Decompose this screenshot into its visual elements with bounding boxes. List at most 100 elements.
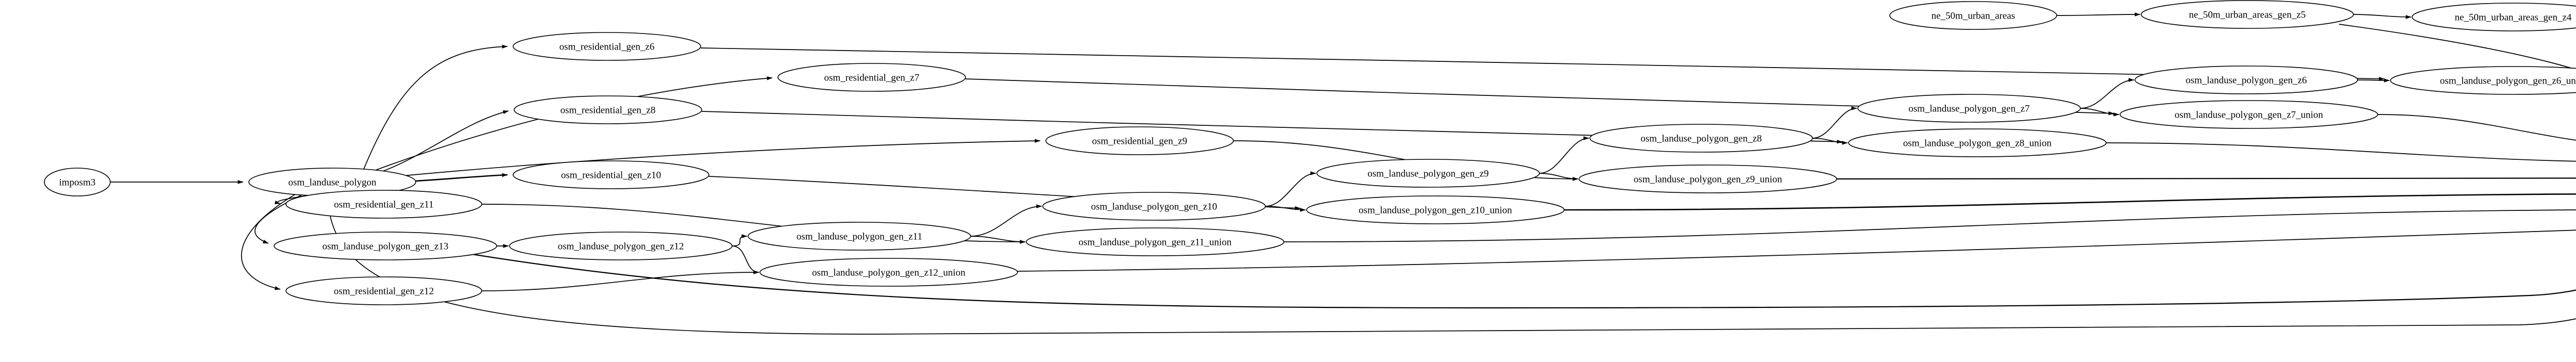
node-label: osm_landuse_polygon_gen_z8_union	[1903, 138, 2052, 149]
node-ellipse	[759, 258, 1018, 287]
node-ellipse	[1306, 195, 1565, 224]
node-label: ne_50m_urban_areas_gen_z5	[2189, 10, 2306, 21]
node-ellipse	[2390, 66, 2576, 95]
edge-osm_landuse_polygon_gen_z12_union-to-row-z12	[1016, 229, 2576, 272]
node-ellipse	[1316, 159, 1540, 188]
edge-osm_landuse_polygon_gen_z7-to-osm_landuse_polygon_gen_z7_union	[2080, 108, 2120, 117]
node-ellipse	[1889, 1, 2057, 30]
node-osm_landuse_polygon_gen_z6: osm_landuse_polygon_gen_z6	[2134, 65, 2358, 94]
node-osm_residential_gen_z12: osm_residential_gen_z12	[285, 276, 482, 305]
edge-osm_landuse_polygon_gen_z13-to-row-z13	[471, 253, 2576, 309]
node-osm_residential_gen_z7: osm_residential_gen_z7	[777, 63, 966, 92]
node-label: osm_landuse_polygon_gen_z12_union	[812, 268, 965, 278]
edge-osm_landuse_polygon-to-osm_residential_gen_z8	[380, 110, 509, 173]
node-osm_residential_gen_z8: osm_residential_gen_z8	[514, 95, 702, 124]
edge-osm_residential_gen_z12-to-osm_landuse_polygon_gen_z12_union	[481, 270, 759, 291]
node-osm_residential_gen_z6: osm_residential_gen_z6	[513, 32, 701, 61]
node-ellipse	[1848, 128, 2107, 157]
edge-osm_landuse_polygon_gen_z9_union-to-row-z9	[1836, 177, 2576, 180]
node-ellipse	[44, 168, 111, 196]
node-label: imposm3	[59, 177, 96, 188]
node-osm_landuse_polygon_gen_z9_union: osm_landuse_polygon_gen_z9_union	[1579, 164, 1837, 193]
edge-osm_landuse_polygon_gen_z8-to-osm_landuse_polygon_gen_z8_union	[1812, 138, 1848, 145]
node-ellipse	[514, 95, 702, 124]
edge-osm_landuse_polygon_gen_z7-to-osm_landuse_polygon_gen_z6	[2080, 78, 2134, 109]
node-label: osm_landuse_polygon_gen_z6_union	[2440, 76, 2576, 87]
edge-osm_landuse_polygon_gen_z10-to-osm_landuse_polygon_gen_z9	[1265, 171, 1316, 207]
edge-osm_landuse_polygon-to-osm_residential_gen_z7	[374, 76, 773, 171]
node-label: osm_landuse_polygon_gen_z11_union	[1079, 237, 1232, 248]
node-osm_residential_gen_z11: osm_residential_gen_z11	[285, 190, 482, 219]
node-ellipse	[2120, 100, 2378, 129]
node-label: osm_residential_gen_z10	[561, 170, 661, 181]
node-ne_50m_urban_areas_gen_z4: ne_50m_urban_areas_gen_z4	[2412, 3, 2576, 31]
node-ellipse	[777, 63, 966, 92]
node-ellipse	[1857, 94, 2081, 123]
node-label: osm_landuse_polygon_gen_z13	[323, 241, 449, 252]
node-osm_landuse_polygon_gen_z7_union: osm_landuse_polygon_gen_z7_union	[2120, 100, 2378, 129]
node-label: osm_residential_gen_z8	[561, 105, 656, 116]
edge-osm_landuse_polygon-to-osm_residential_gen_z12	[241, 192, 298, 290]
node-imposm3: imposm3	[44, 168, 111, 196]
edge-ne_50m_urban_areas-to-ne_50m_urban_areas_gen_z5	[2056, 12, 2141, 17]
node-ellipse	[513, 32, 701, 61]
node-label: osm_residential_gen_z12	[334, 286, 434, 297]
edge-osm_landuse_polygon_gen_z11-to-osm_landuse_polygon_gen_z10	[970, 204, 1042, 237]
node-ellipse	[285, 190, 482, 219]
node-osm_residential_gen_z9: osm_residential_gen_z9	[1045, 126, 1234, 155]
node-osm_residential_gen_z10: osm_residential_gen_z10	[513, 160, 709, 189]
node-osm_landuse_polygon: osm_landuse_polygon	[248, 168, 416, 196]
node-label: osm_residential_gen_z9	[1092, 136, 1188, 147]
node-osm_landuse_polygon_gen_z8: osm_landuse_polygon_gen_z8	[1589, 124, 1813, 153]
edge-osm_landuse_polygon-to-osm_residential_gen_z6	[363, 44, 508, 170]
edge-ne_50m_urban_areas_gen_z5-to-ne_50m_urban_areas_gen_z4	[2353, 14, 2412, 19]
node-ellipse	[1579, 164, 1837, 193]
node-osm_landuse_polygon_gen_z10: osm_landuse_polygon_gen_z10	[1042, 192, 1266, 221]
node-osm_landuse_polygon_gen_z11: osm_landuse_polygon_gen_z11	[748, 222, 971, 251]
node-label: osm_landuse_polygon_gen_z12	[558, 241, 684, 252]
node-ellipse	[2141, 0, 2354, 29]
node-ellipse	[513, 160, 709, 189]
node-label: osm_residential_gen_z11	[334, 200, 433, 210]
node-ne_50m_urban_areas: ne_50m_urban_areas	[1889, 1, 2057, 30]
edge-osm_landuse_polygon_gen_z12-to-osm_landuse_polygon_gen_z12_union	[732, 245, 759, 274]
node-osm_landuse_polygon_gen_z8_union: osm_landuse_polygon_gen_z8_union	[1848, 128, 2107, 157]
node-label: osm_landuse_polygon_gen_z9_union	[1634, 174, 1783, 185]
edge-osm_landuse_polygon_gen_z12-to-osm_landuse_polygon_gen_z11	[732, 234, 748, 246]
node-ellipse	[285, 276, 482, 305]
edge-osm_landuse_polygon_gen_z7_union-to-row-z7	[2377, 114, 2576, 141]
node-label: osm_landuse_polygon_gen_z8	[1640, 134, 1761, 144]
node-label: osm_residential_gen_z6	[560, 42, 655, 53]
node-osm_landuse_polygon_gen_z9: osm_landuse_polygon_gen_z9	[1316, 159, 1540, 188]
node-ellipse	[1042, 192, 1266, 221]
node-label: ne_50m_urban_areas_gen_z4	[2455, 12, 2572, 23]
node-ellipse	[1026, 227, 1284, 256]
node-osm_landuse_polygon_gen_z13: osm_landuse_polygon_gen_z13	[274, 232, 497, 260]
edge-osm_landuse_polygon-to-osm_residential_gen_z10	[415, 173, 508, 182]
edge-ne_50m_urban_areas_gen_z5-to-row-z5	[2338, 24, 2576, 70]
node-label: osm_landuse_polygon_gen_z6	[2185, 75, 2307, 86]
edge-osm_landuse_polygon_gen_z8_union-to-row-z8	[2106, 142, 2576, 162]
node-label: osm_landuse_polygon_gen_z7_union	[2175, 110, 2324, 121]
node-ellipse	[509, 232, 733, 260]
node-ellipse	[1045, 126, 1234, 155]
node-osm_landuse_polygon_gen_z12: osm_landuse_polygon_gen_z12	[509, 232, 733, 260]
node-ne_50m_urban_areas_gen_z5: ne_50m_urban_areas_gen_z5	[2141, 0, 2354, 29]
node-label: osm_landuse_polygon_gen_z7	[1908, 104, 2029, 114]
node-osm_landuse_polygon_gen_z12_union: osm_landuse_polygon_gen_z12_union	[759, 258, 1018, 287]
node-osm_landuse_polygon_gen_z10_union: osm_landuse_polygon_gen_z10_union	[1306, 195, 1565, 224]
node-ellipse	[748, 222, 971, 251]
node-label: osm_residential_gen_z7	[824, 73, 920, 84]
node-label: osm_landuse_polygon_gen_z10_union	[1359, 205, 1512, 216]
node-osm_landuse_polygon_gen_z6_union: osm_landuse_polygon_gen_z6_union	[2390, 66, 2576, 95]
node-osm_landuse_polygon_gen_z7: osm_landuse_polygon_gen_z7	[1857, 94, 2081, 123]
node-label: osm_landuse_polygon_gen_z9	[1367, 169, 1488, 179]
edge-osm_landuse_polygon-to-osm_residential_gen_z9	[396, 139, 1041, 177]
node-osm_landuse_polygon_gen_z11_union: osm_landuse_polygon_gen_z11_union	[1026, 227, 1284, 256]
node-label: osm_landuse_polygon_gen_z10	[1091, 202, 1217, 212]
node-label: osm_landuse_polygon	[289, 177, 377, 188]
node-ellipse	[1589, 124, 1813, 153]
node-label: osm_landuse_polygon_gen_z11	[796, 232, 922, 242]
